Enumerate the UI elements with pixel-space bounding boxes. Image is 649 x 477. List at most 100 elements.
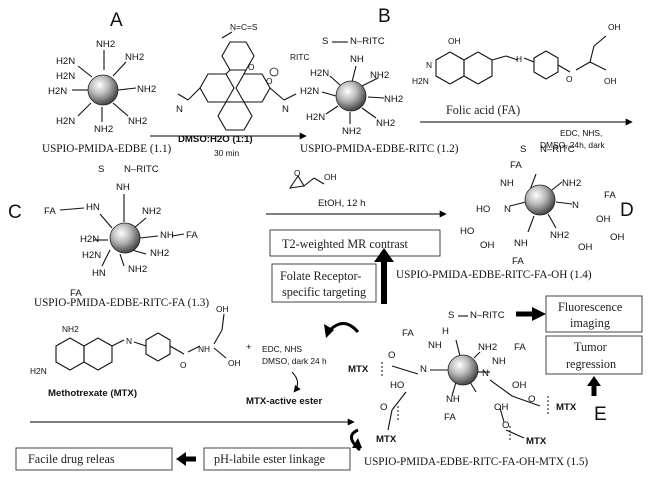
mtx-conditions-2: DMSO, dark 24 h <box>262 356 327 366</box>
nh-group: NH <box>116 182 130 193</box>
fluorescence-label-1: Fluorescence <box>558 300 622 314</box>
nitrogen-label: N <box>126 336 132 346</box>
oxygen-label: O <box>566 74 573 84</box>
activation-curved-arrow <box>291 371 301 393</box>
ester-linkage-box <box>203 447 351 471</box>
nitrogen-label: N <box>426 60 432 70</box>
h2n-group: H2N <box>82 250 101 261</box>
ritc-group: N–RITC <box>470 310 505 321</box>
nh2-group: NH2 <box>128 264 147 275</box>
mtx-active-ester-label: MTX-active ester <box>246 396 323 407</box>
mtx-group: MTX <box>376 434 397 445</box>
nitrogen-label: N <box>504 204 511 215</box>
nh-group: NH <box>428 340 442 351</box>
sulfur-label: S <box>98 164 104 175</box>
methotrexate-label: Methotrexate (MTX) <box>48 388 137 399</box>
fa-conditions-1: EDC, NHS, <box>560 128 602 138</box>
drug-release-label: Facile drug releas <box>28 452 115 466</box>
oh-group: OH <box>228 358 241 368</box>
plus-sign: + <box>246 342 252 353</box>
tumor-regression-box <box>545 335 643 375</box>
oxygen-label: O <box>294 168 301 178</box>
drug-release-box <box>15 447 173 471</box>
sulfur-label: S <box>448 310 454 321</box>
nh2-group: NH2 <box>562 178 581 189</box>
ho-group: HO <box>460 226 474 237</box>
folate-targeting-box <box>271 263 377 303</box>
ester-linkage-label: pH-labile ester linkage <box>214 452 325 466</box>
mr-contrast-label: T2-weighted MR contrast <box>282 237 409 251</box>
thick-up-arrowhead <box>374 248 394 262</box>
fa-group: FA <box>510 160 522 171</box>
caption-compound-1-5: USPIO-PMIDA-EDBE-RITC-FA-OH-MTX (1.5) <box>364 456 588 468</box>
fa-group: FA <box>70 288 82 299</box>
oh-group: OH <box>596 214 610 225</box>
fa-group: FA <box>444 412 456 423</box>
fluorescence-label-2: imaging <box>570 316 610 330</box>
folic-acid-structure: OH H2N N H O OH OH <box>412 22 621 86</box>
ritc-reagent: N=C=S N N O O RITC <box>176 22 310 131</box>
fluorescence-box <box>545 295 643 333</box>
nh2-group: NH2 <box>550 230 569 241</box>
oh-group: OH <box>216 304 229 314</box>
oxygen-label: O <box>180 360 187 370</box>
mtx-group: MTX <box>556 402 577 413</box>
nh2-group: NH2 <box>376 118 395 129</box>
stage-label-d: D <box>620 200 634 221</box>
nh2-group: NH2 <box>128 116 147 127</box>
tumor-regression-label-2: regression <box>566 357 616 371</box>
stage-label-b: B <box>378 6 391 27</box>
sulfur-label: S <box>322 36 328 47</box>
fa-group: FA <box>44 206 56 217</box>
nh-group: NH <box>500 178 514 189</box>
nh2-group: NH2 <box>62 324 79 334</box>
oh-group: OH <box>324 172 337 182</box>
h2n-group: H2N <box>300 86 319 97</box>
nitrogen-label: N <box>420 364 427 375</box>
h2n-group: H2N <box>56 116 75 127</box>
h2n-group: H2N <box>56 71 75 82</box>
fluorescence-arrowhead <box>532 307 546 321</box>
methotrexate-structure: NH2 H2N N O NH OH OH <box>30 304 241 376</box>
h2n-group: H2N <box>48 86 67 97</box>
oxygen-label: O <box>248 62 255 72</box>
h2n-group: H2N <box>310 68 329 79</box>
caption-compound-1-4: USPIO-PMIDA-EDBE-RITC-FA-OH (1.4) <box>396 269 592 281</box>
folate-targeting-label-1: Folate Receptor- <box>280 269 361 283</box>
oh-group: OH <box>578 242 592 253</box>
fa-group: FA <box>402 328 414 339</box>
solvent-label: DMSO:H2O (1:1) <box>178 134 253 145</box>
nh2-group: NH2 <box>478 342 497 353</box>
oxygen-label: O <box>528 394 535 405</box>
h2n-group: H2N <box>306 112 325 123</box>
hn-group: HN <box>92 268 106 279</box>
folic-acid-label: Folic acid (FA) <box>446 103 520 117</box>
mr-contrast-box <box>269 229 441 257</box>
nh-group: NH <box>160 230 174 241</box>
curved-arrow-top <box>328 322 360 334</box>
compound-1-2: S N–RITC NH NH2 NH2 NH2 NH2 H2N H2N H2N <box>300 36 403 137</box>
nitrogen-label: N <box>482 368 489 379</box>
nitrogen-label: N <box>176 104 183 115</box>
ritc-group: N–RITC <box>540 144 575 155</box>
fa-group: FA <box>186 230 198 241</box>
oh-group: OH <box>610 232 624 243</box>
nh2-group: NH2 <box>96 39 115 50</box>
ritc-label: RITC <box>290 52 310 62</box>
nitrogen-label: N <box>572 200 579 211</box>
oh-group: OH <box>480 240 494 251</box>
h2n-group: H2N <box>56 56 75 67</box>
etoh-label: EtOH, 12 h <box>318 198 365 209</box>
nh2-group: NH2 <box>94 124 113 135</box>
nh-group: NH <box>350 54 364 65</box>
oxygen-label: O <box>502 420 509 431</box>
nh2-group: NH2 <box>142 206 161 217</box>
fa-group: FA <box>604 190 616 201</box>
caption-compound-1-3: USPIO-PMIDA-EDBE-RITC-FA (1.3) <box>34 297 209 309</box>
nh2-group: NH2 <box>342 126 361 137</box>
h2n-group: H2N <box>412 76 429 86</box>
stage-label-e: E <box>594 404 607 425</box>
nanoparticle <box>87 74 119 106</box>
stage-label-c: C <box>8 202 22 223</box>
